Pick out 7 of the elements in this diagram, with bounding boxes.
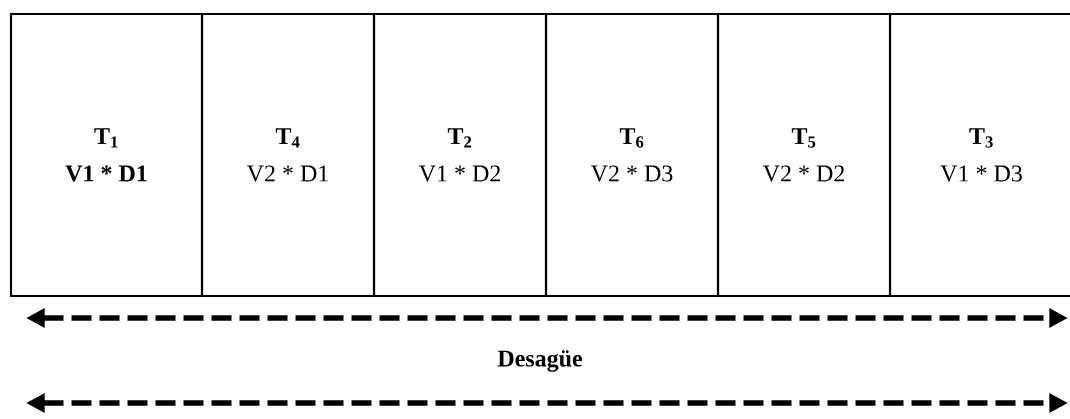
cell: T$_{6}$ V2 * D3 [544,12,720,298]
cell: T$_{5}$ V2 * D2 [716,12,892,298]
cell: T$_{1}$ V1 * D1 [9,12,204,298]
cell: T$_{3}$ V1 * D3 [888,12,1070,298]
cell: T$_{2}$ V1 * D2 [372,12,548,298]
cell: T$_{4}$ V2 * D1 [200,12,376,298]
label: Desagüe [497,350,583,372]
